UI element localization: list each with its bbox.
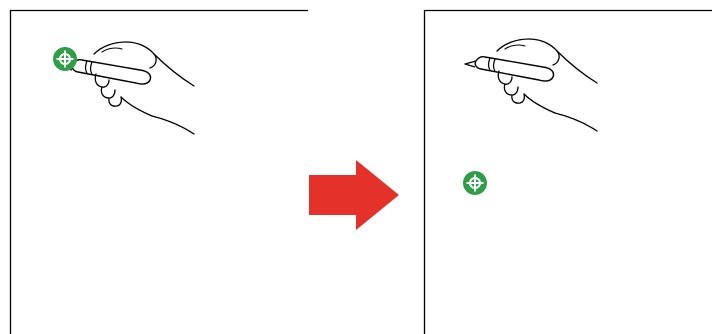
pointer-icon-right [463,171,487,195]
right-panel [424,10,712,334]
hand-holding-pen-icon-right [465,39,597,131]
right-arrow-icon [309,160,399,230]
hand-holding-pen-icon [62,42,194,134]
pointer-icon [53,47,77,71]
